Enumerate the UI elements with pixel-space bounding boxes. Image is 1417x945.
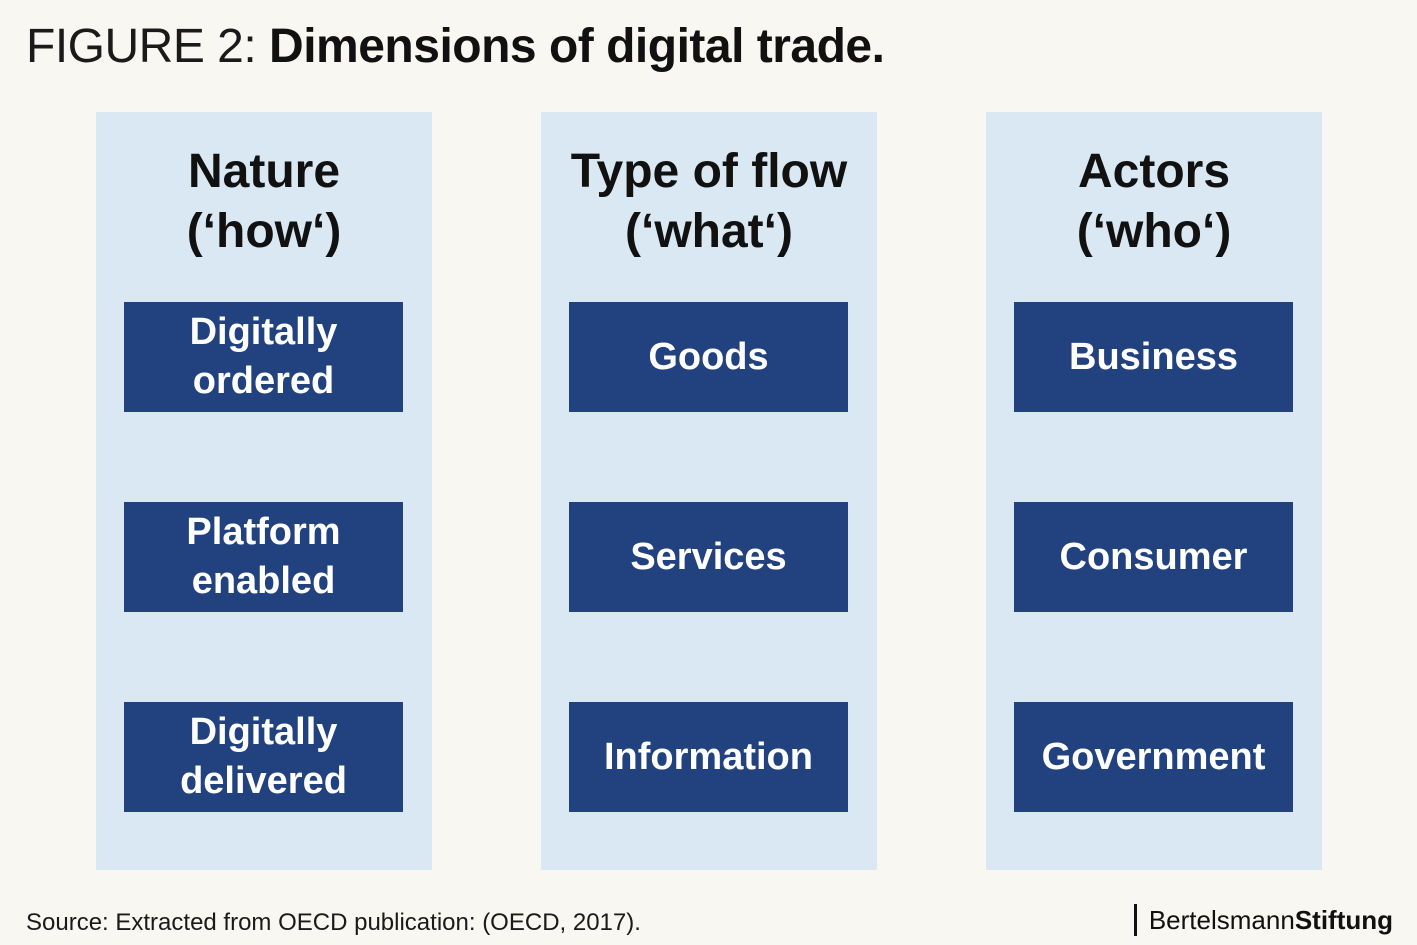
source-note: Source: Extracted from OECD publication:… xyxy=(26,909,641,936)
box-label-line2: enabled xyxy=(191,560,336,602)
dimension-box: Digitally ordered xyxy=(124,302,403,412)
dimension-box: Services xyxy=(569,502,848,612)
box-label-line2: delivered xyxy=(180,760,347,802)
column-heading: Nature (‘how‘) xyxy=(96,142,432,262)
brand-divider xyxy=(1133,904,1137,936)
column-heading-line1: Nature xyxy=(187,145,341,198)
column-heading: Type of flow (‘what‘) xyxy=(541,142,877,262)
column-heading-line1: Type of flow xyxy=(570,145,848,198)
column-nature: Nature (‘how‘) Digitally ordered Platfor… xyxy=(96,112,432,870)
dimension-box: Digitally delivered xyxy=(124,702,403,812)
dimension-box: Consumer xyxy=(1014,502,1293,612)
column-heading-line2: (‘how‘) xyxy=(186,205,342,258)
dimension-box: Platform enabled xyxy=(124,502,403,612)
box-label-line2: ordered xyxy=(192,360,335,402)
box-label-line1: Platform xyxy=(186,511,341,553)
column-heading: Actors (‘who‘) xyxy=(986,142,1322,262)
figure-label: FIGURE 2: xyxy=(26,20,270,73)
brand-name-part2: Stiftung xyxy=(1294,905,1393,935)
box-label-line1: Information xyxy=(604,735,813,778)
box-label-line1: Services xyxy=(630,535,787,578)
figure-title: FIGURE 2: Dimensions of digital trade. xyxy=(26,18,885,76)
box-label-line1: Digitally xyxy=(189,311,338,353)
column-actors: Actors (‘who‘) Business Consumer Governm… xyxy=(986,112,1322,870)
column-heading-line2: (‘who‘) xyxy=(1076,205,1232,258)
box-label-line1: Business xyxy=(1069,335,1238,378)
box-label-line1: Goods xyxy=(648,335,769,378)
column-type-of-flow: Type of flow (‘what‘) Goods Services Inf… xyxy=(541,112,877,870)
column-heading-line1: Actors xyxy=(1077,145,1231,198)
box-label-line1: Digitally xyxy=(189,711,338,753)
dimension-box: Information xyxy=(569,702,848,812)
figure-heading: Dimensions of digital trade. xyxy=(269,20,885,73)
dimension-box: Government xyxy=(1014,702,1293,812)
box-label-line1: Consumer xyxy=(1059,535,1248,578)
dimension-box: Business xyxy=(1014,302,1293,412)
box-label-line1: Government xyxy=(1041,735,1266,778)
brand-name-part1: Bertelsmann xyxy=(1148,905,1295,935)
column-heading-line2: (‘what‘) xyxy=(625,205,793,258)
dimension-box: Goods xyxy=(569,302,848,412)
